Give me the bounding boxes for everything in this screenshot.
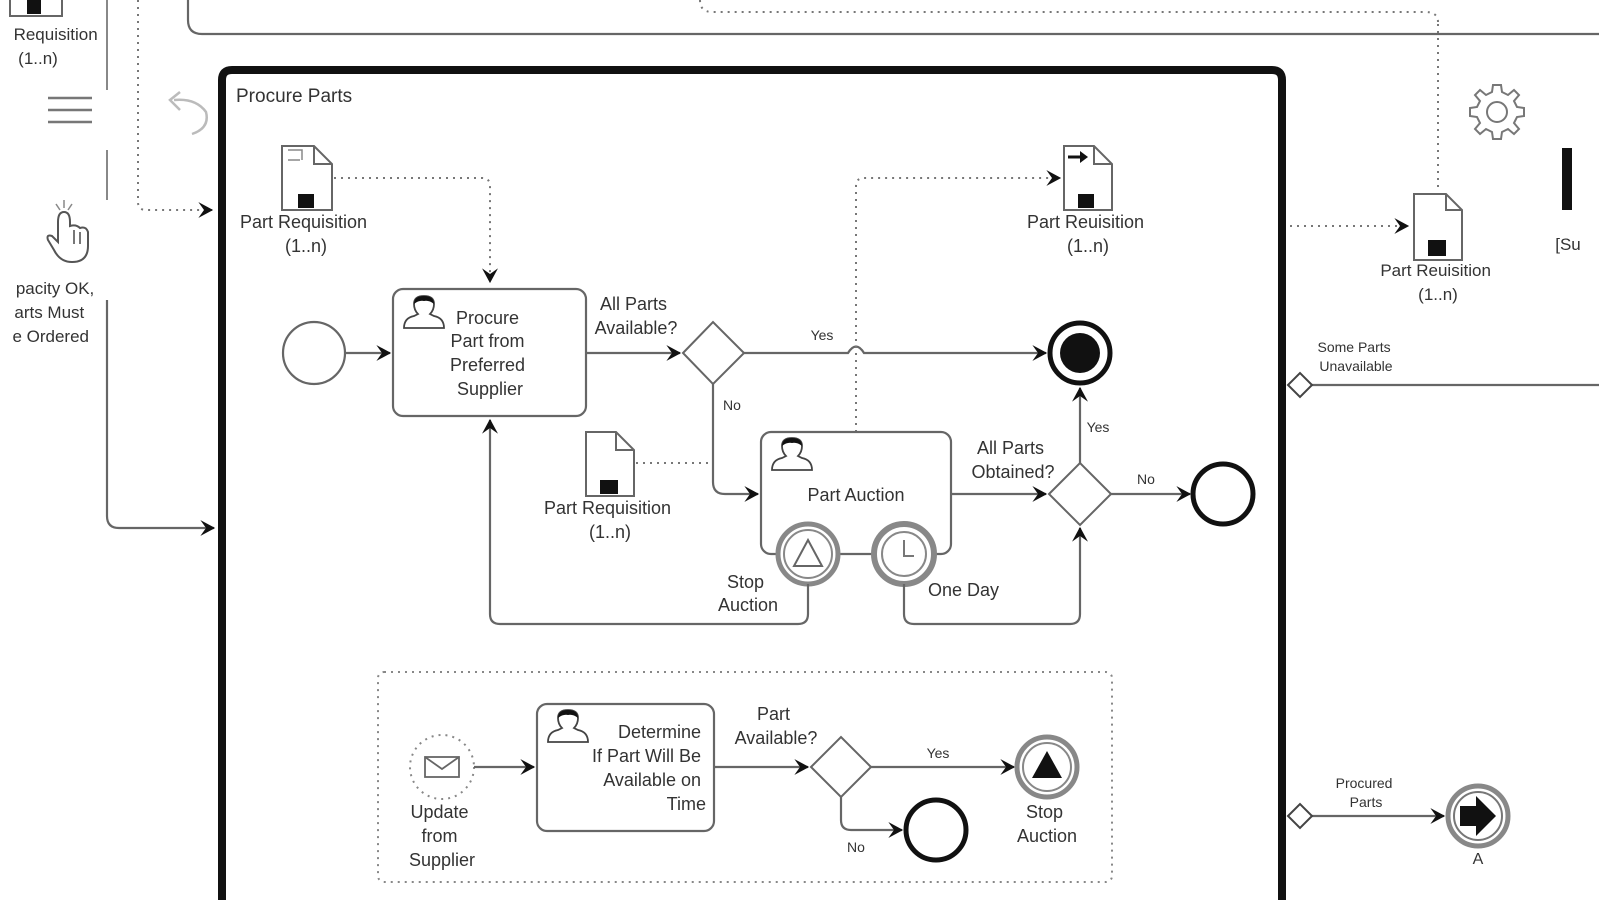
top-left-data-object[interactable]: [9, 0, 63, 17]
some-parts-conditional-marker[interactable]: [1286, 371, 1314, 399]
undo-icon[interactable]: [168, 91, 208, 136]
procured-parts-conditional-marker[interactable]: [1286, 802, 1314, 830]
flow-no-3: [839, 797, 904, 838]
flow-yes-1-label: Yes: [811, 327, 834, 343]
flow-no-3-label: No: [847, 839, 865, 855]
right-data-label: Part Reuisition (1..n): [1380, 261, 1495, 304]
end-event-part-unavailable[interactable]: [903, 797, 969, 863]
message-start-event[interactable]: [409, 734, 475, 800]
part-requisition-input-data[interactable]: [281, 145, 333, 211]
flow-no-2-label: No: [1137, 471, 1155, 487]
gateway-2-label: All Parts Obtained?: [971, 438, 1054, 482]
flow-no-1: [711, 384, 760, 502]
left-annotation: pacity OK, arts Must e Ordered: [12, 279, 99, 346]
gear-icon[interactable]: [1469, 84, 1525, 140]
boundary-stop-auction-label: Stop Auction: [718, 572, 778, 615]
part-reuisition-output-data[interactable]: [1063, 145, 1113, 211]
link-event-label: A: [1473, 851, 1484, 868]
boundary-timer-one-day[interactable]: [871, 521, 937, 587]
gateway-all-parts-obtained[interactable]: [1047, 461, 1113, 527]
flow-yes-2-label: Yes: [1087, 419, 1110, 435]
boundary-signal-stop-auction[interactable]: [775, 521, 841, 587]
end-stop-auction-label: Stop Auction: [1017, 802, 1077, 846]
part-requisition-auction-label: Part Requisition (1..n): [544, 498, 676, 542]
incoming-sequence-flow: [105, 300, 216, 536]
subprocess-title: Procure Parts: [236, 86, 352, 107]
flow-timer-to-gateway: [902, 526, 1088, 626]
task-procure-label: Procure Part from Preferred Supplier: [450, 308, 530, 399]
right-partial-label: [Su: [1555, 235, 1581, 254]
end-event-terminate[interactable]: [1047, 320, 1113, 386]
some-parts-label: Some Parts Unavailable: [1317, 339, 1394, 374]
gateway-all-parts-available[interactable]: [681, 320, 746, 386]
upper-process-border: [186, 0, 1599, 36]
output-data-association: [855, 170, 1062, 432]
flow-yes-1: [744, 345, 1048, 361]
input-data-association: [334, 177, 498, 284]
right-partial-element: [1562, 148, 1572, 210]
top-left-data-label: Requisition (1..n): [14, 25, 103, 68]
task-determine-label: Determine If Part Will Be Available on T…: [592, 722, 706, 814]
procure-parts-subprocess[interactable]: [218, 66, 1286, 900]
right-data-object[interactable]: [1413, 193, 1463, 261]
end-event-some-unavailable[interactable]: [1190, 461, 1256, 527]
task-auction-label: Part Auction: [807, 485, 904, 505]
event-subprocess[interactable]: [377, 671, 1113, 883]
hamburger-menu-icon[interactable]: [48, 96, 92, 124]
gateway-3-label: Part Available?: [735, 704, 818, 748]
end-event-stop-auction-signal[interactable]: [1014, 734, 1080, 800]
flow-stop-auction-loop: [482, 418, 810, 626]
boundary-one-day-label: One Day: [928, 580, 999, 600]
part-requisition-input-label: Part Requisition (1..n): [240, 212, 372, 256]
upper-association: [699, 0, 1439, 23]
flow-no-1-label: No: [723, 397, 741, 413]
gateway-part-available[interactable]: [809, 735, 873, 799]
message-start-label: Update from Supplier: [409, 802, 475, 870]
procured-parts-label: Procured Parts: [1336, 775, 1397, 810]
part-requisition-auction-data[interactable]: [585, 431, 635, 497]
flow-yes-3-label: Yes: [927, 745, 950, 761]
link-throw-event[interactable]: [1445, 783, 1511, 849]
hand-pointer-icon[interactable]: [46, 200, 89, 264]
part-reuisition-output-label: Part Reuisition (1..n): [1027, 212, 1149, 256]
start-event[interactable]: [281, 320, 347, 386]
gateway-1-label: All Parts Available?: [595, 294, 678, 338]
